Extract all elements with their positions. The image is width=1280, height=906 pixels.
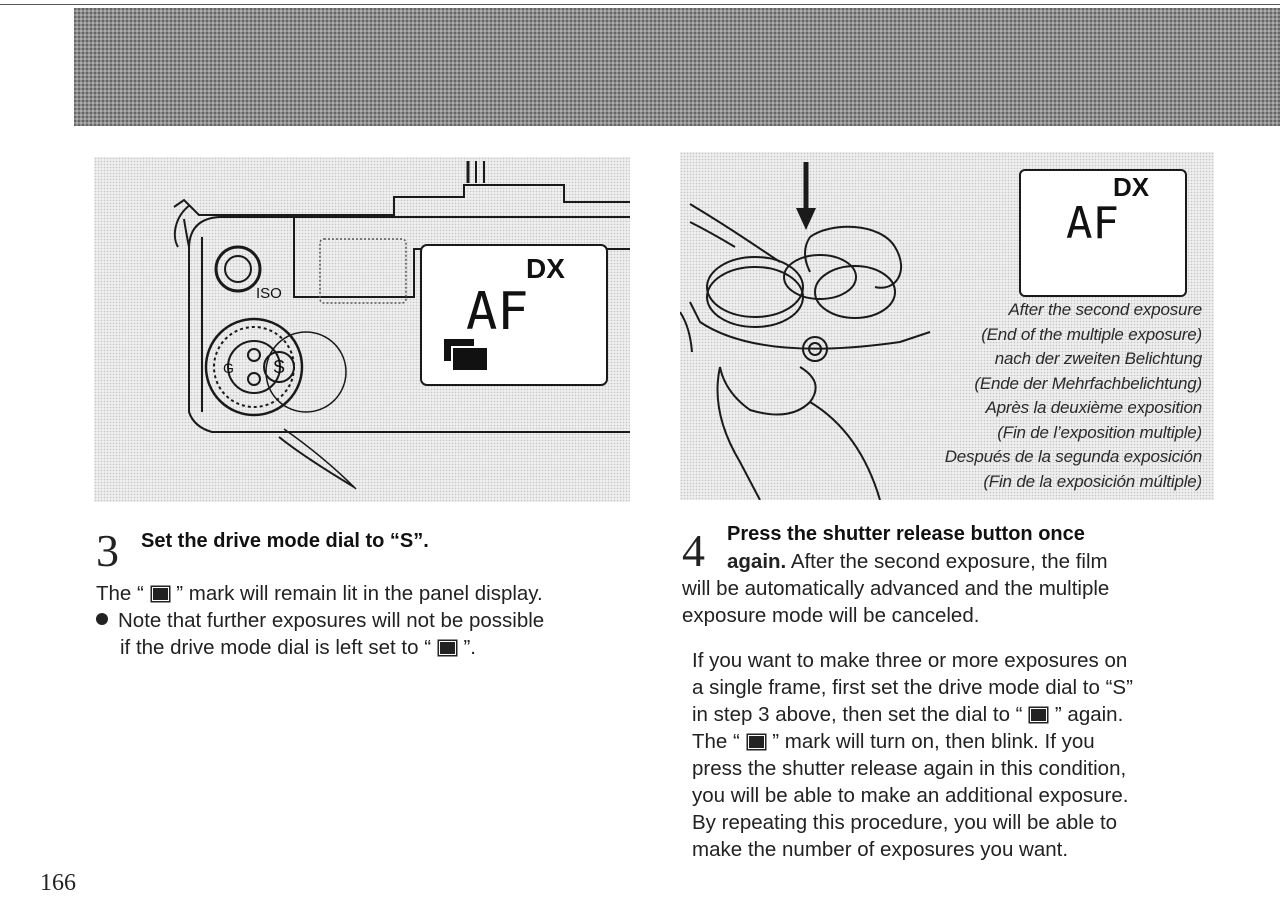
text-fragment: ” again. bbox=[1049, 703, 1124, 726]
multiple-exposure-icon bbox=[1030, 708, 1048, 722]
caption-line: (Fin de l’exposition multiple) bbox=[997, 422, 1202, 442]
caption-line: (Ende der Mehrfachbelichtung) bbox=[974, 373, 1202, 393]
multiple-exposure-icon bbox=[438, 641, 456, 655]
note-line: a single frame, first set the drive mode… bbox=[692, 676, 1133, 699]
caption-line: Después de la segunda exposición bbox=[944, 447, 1202, 466]
text-fragment: The “ bbox=[692, 730, 746, 753]
note-line: By repeating this procedure, you will be… bbox=[692, 811, 1118, 834]
step-3-title: Set the drive mode dial to “S”. bbox=[141, 530, 429, 552]
note-line: press the shutter release again in this … bbox=[692, 757, 1127, 780]
caption-line: (End of the multiple exposure) bbox=[981, 324, 1202, 344]
text-fragment: ”. bbox=[457, 636, 476, 659]
shutter-release-illustration: DX AF After the second exposure (End of … bbox=[680, 152, 1214, 500]
text-fragment: After the second exposure, the film bbox=[786, 550, 1108, 573]
text-fragment: ” mark will turn on, then blink. If you bbox=[766, 730, 1095, 753]
multiple-exposure-icon bbox=[747, 735, 765, 749]
text-fragment: if the drive mode dial is left set to “ bbox=[120, 636, 437, 659]
step-3-line: The “ ” mark will remain lit in the pane… bbox=[96, 580, 656, 607]
note-line: you will be able to make an additional e… bbox=[692, 784, 1129, 807]
multiple-exposure-icon bbox=[444, 339, 489, 372]
step-3-body: The “ ” mark will remain lit in the pane… bbox=[96, 580, 656, 661]
note-line: make the number of exposures you want. bbox=[692, 838, 1069, 861]
text-fragment: again. bbox=[727, 550, 787, 573]
caption-line: (Fin de la exposición múltiple) bbox=[983, 471, 1202, 491]
text-fragment: Note that further exposures will not be … bbox=[118, 609, 545, 632]
caption-line: After the second exposure bbox=[1008, 300, 1203, 319]
lcd-af-right: AF bbox=[1066, 198, 1119, 249]
top-rule bbox=[0, 4, 1280, 5]
caption-line: Après la deuxième exposition bbox=[985, 398, 1203, 417]
bullet-item: Note that further exposures will not be … bbox=[96, 607, 656, 634]
step-4-number: 4 bbox=[682, 525, 705, 576]
caption-line: nach der zweiten Belichtung bbox=[994, 349, 1202, 368]
drive-dial-illustration: ISO G S DX AF bbox=[94, 157, 630, 502]
note-line: If you want to make three or more exposu… bbox=[692, 649, 1128, 672]
multiple-exposure-icon bbox=[151, 587, 169, 601]
page-number: 166 bbox=[40, 870, 76, 896]
multiple-exposure-note: If you want to make three or more exposu… bbox=[692, 647, 1252, 863]
dial-s-label: S bbox=[273, 357, 285, 377]
step-3-number: 3 bbox=[96, 525, 119, 576]
lcd-af-left: AF bbox=[466, 282, 529, 342]
bullet-dot-icon bbox=[96, 613, 108, 625]
lcd-dx-left: DX bbox=[526, 253, 565, 284]
svg-text:G: G bbox=[223, 360, 234, 376]
note-line: in step 3 above, then set the dial to “ … bbox=[692, 701, 1252, 728]
step-4-body: will be automatically advanced and the m… bbox=[682, 575, 1242, 629]
exposure-caption: After the second exposure (End of the mu… bbox=[872, 298, 1202, 494]
lcd-dx-right: DX bbox=[1113, 172, 1150, 202]
bullet-item-continued: if the drive mode dial is left set to “ … bbox=[96, 634, 656, 661]
text-fragment: The “ bbox=[96, 582, 150, 605]
text-fragment: in step 3 above, then set the dial to “ bbox=[692, 703, 1029, 726]
step-4-line: again. After the second exposure, the fi… bbox=[727, 548, 1247, 575]
step-4-line: exposure mode will be canceled. bbox=[682, 604, 980, 627]
text-fragment: ” mark will remain lit in the panel disp… bbox=[170, 582, 543, 605]
step-4-title: Press the shutter release button once bbox=[727, 523, 1085, 545]
note-line: The “ ” mark will turn on, then blink. I… bbox=[692, 728, 1252, 755]
step-4-line: will be automatically advanced and the m… bbox=[682, 577, 1110, 600]
iso-label: ISO bbox=[256, 285, 282, 302]
header-band bbox=[74, 8, 1280, 126]
